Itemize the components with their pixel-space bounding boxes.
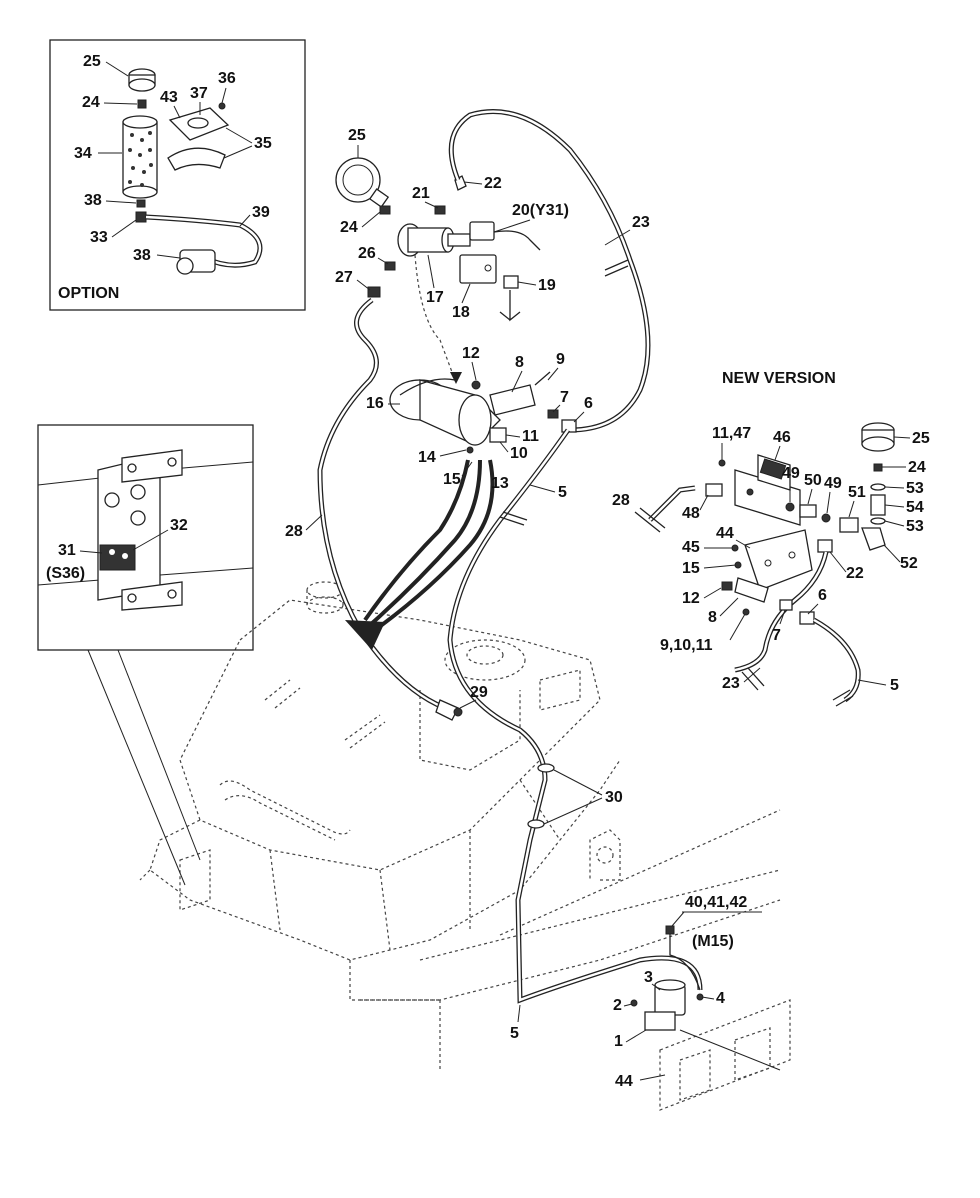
callout: 33 [90, 229, 108, 246]
callout: 3 [644, 969, 653, 986]
callout: 18 [452, 304, 470, 321]
callout: 16 [366, 395, 384, 412]
callout: 31 [58, 542, 76, 559]
filter-texture [128, 131, 153, 187]
callout: 39 [252, 204, 270, 221]
callout: 23 [632, 214, 650, 231]
callout: 20(Y31) [512, 202, 569, 219]
callout: 52 [900, 555, 918, 572]
callout: 38 [84, 192, 102, 209]
callout: 12 [462, 345, 480, 362]
main-callouts: 25 21 22 20(Y31) 23 24 26 27 17 18 19 12… [285, 127, 762, 1090]
callout: 5 [890, 677, 899, 694]
callout: 9,10,11 [660, 637, 713, 654]
callout: 5 [558, 484, 567, 501]
callout: 7 [560, 389, 569, 406]
callout: 48 [682, 505, 700, 522]
callout: 49 [782, 465, 800, 482]
callout: 38 [133, 247, 151, 264]
callout: (M15) [692, 933, 734, 950]
callout: 32 [170, 517, 188, 534]
callout: 23 [722, 675, 740, 692]
callout: 22 [484, 175, 502, 192]
callout: 54 [906, 499, 924, 516]
callout: 27 [335, 269, 353, 286]
callout: 46 [773, 429, 791, 446]
callout: 40,41,42 [685, 894, 747, 911]
callout: 25 [912, 430, 930, 447]
callout: 37 [190, 85, 208, 102]
new-version-heading: NEW VERSION [722, 370, 836, 387]
callout: 28 [285, 523, 303, 540]
callout: 45 [682, 539, 700, 556]
callout: 24 [82, 94, 100, 111]
option-heading: OPTION [58, 285, 119, 302]
callout: 8 [708, 609, 717, 626]
callout: 50 [804, 472, 822, 489]
callout: 35 [254, 135, 272, 152]
callout: (S36) [46, 565, 85, 582]
callout: 9 [556, 351, 565, 368]
callout: 4 [716, 990, 725, 1007]
callout: 19 [538, 277, 556, 294]
callout: 25 [348, 127, 366, 144]
new-version-detail: NEW VERSION [612, 370, 930, 707]
switch-inset: 31 (S36) 32 [37, 424, 254, 886]
callout: 24 [340, 219, 358, 236]
callout: 51 [848, 484, 866, 501]
callout: 53 [906, 480, 924, 497]
callout: 5 [510, 1025, 519, 1042]
callout: 44 [716, 525, 734, 542]
callout: 15 [682, 560, 700, 577]
callout: 7 [772, 627, 781, 644]
callout: 6 [818, 587, 827, 604]
callout: 36 [218, 70, 236, 87]
callout: 25 [83, 53, 101, 70]
callout: 43 [160, 89, 178, 106]
option-inset: OPTION 25 24 [49, 39, 306, 311]
callout: 17 [426, 289, 444, 306]
callout: 34 [74, 145, 92, 162]
callout: 10 [510, 445, 528, 462]
callout: 30 [605, 789, 623, 806]
callout: 13 [491, 475, 509, 492]
callout: 1 [614, 1033, 623, 1050]
callout: 14 [418, 449, 436, 466]
callout: 49 [824, 475, 842, 492]
callout: 2 [613, 997, 622, 1014]
callout: 21 [412, 185, 430, 202]
callout: 22 [846, 565, 864, 582]
callout: 28 [612, 492, 630, 509]
callout: 15 [443, 471, 461, 488]
callout: 53 [906, 518, 924, 535]
callout: 29 [470, 684, 488, 701]
callout: 11,47 [712, 425, 751, 442]
callout: 12 [682, 590, 700, 607]
callout: 44 [615, 1073, 633, 1090]
main-assembly [317, 109, 791, 1111]
callout: 11 [522, 428, 539, 445]
callout: 8 [515, 354, 524, 371]
callout: 26 [358, 245, 376, 262]
callout: 6 [584, 395, 593, 412]
callout: 24 [908, 459, 926, 476]
